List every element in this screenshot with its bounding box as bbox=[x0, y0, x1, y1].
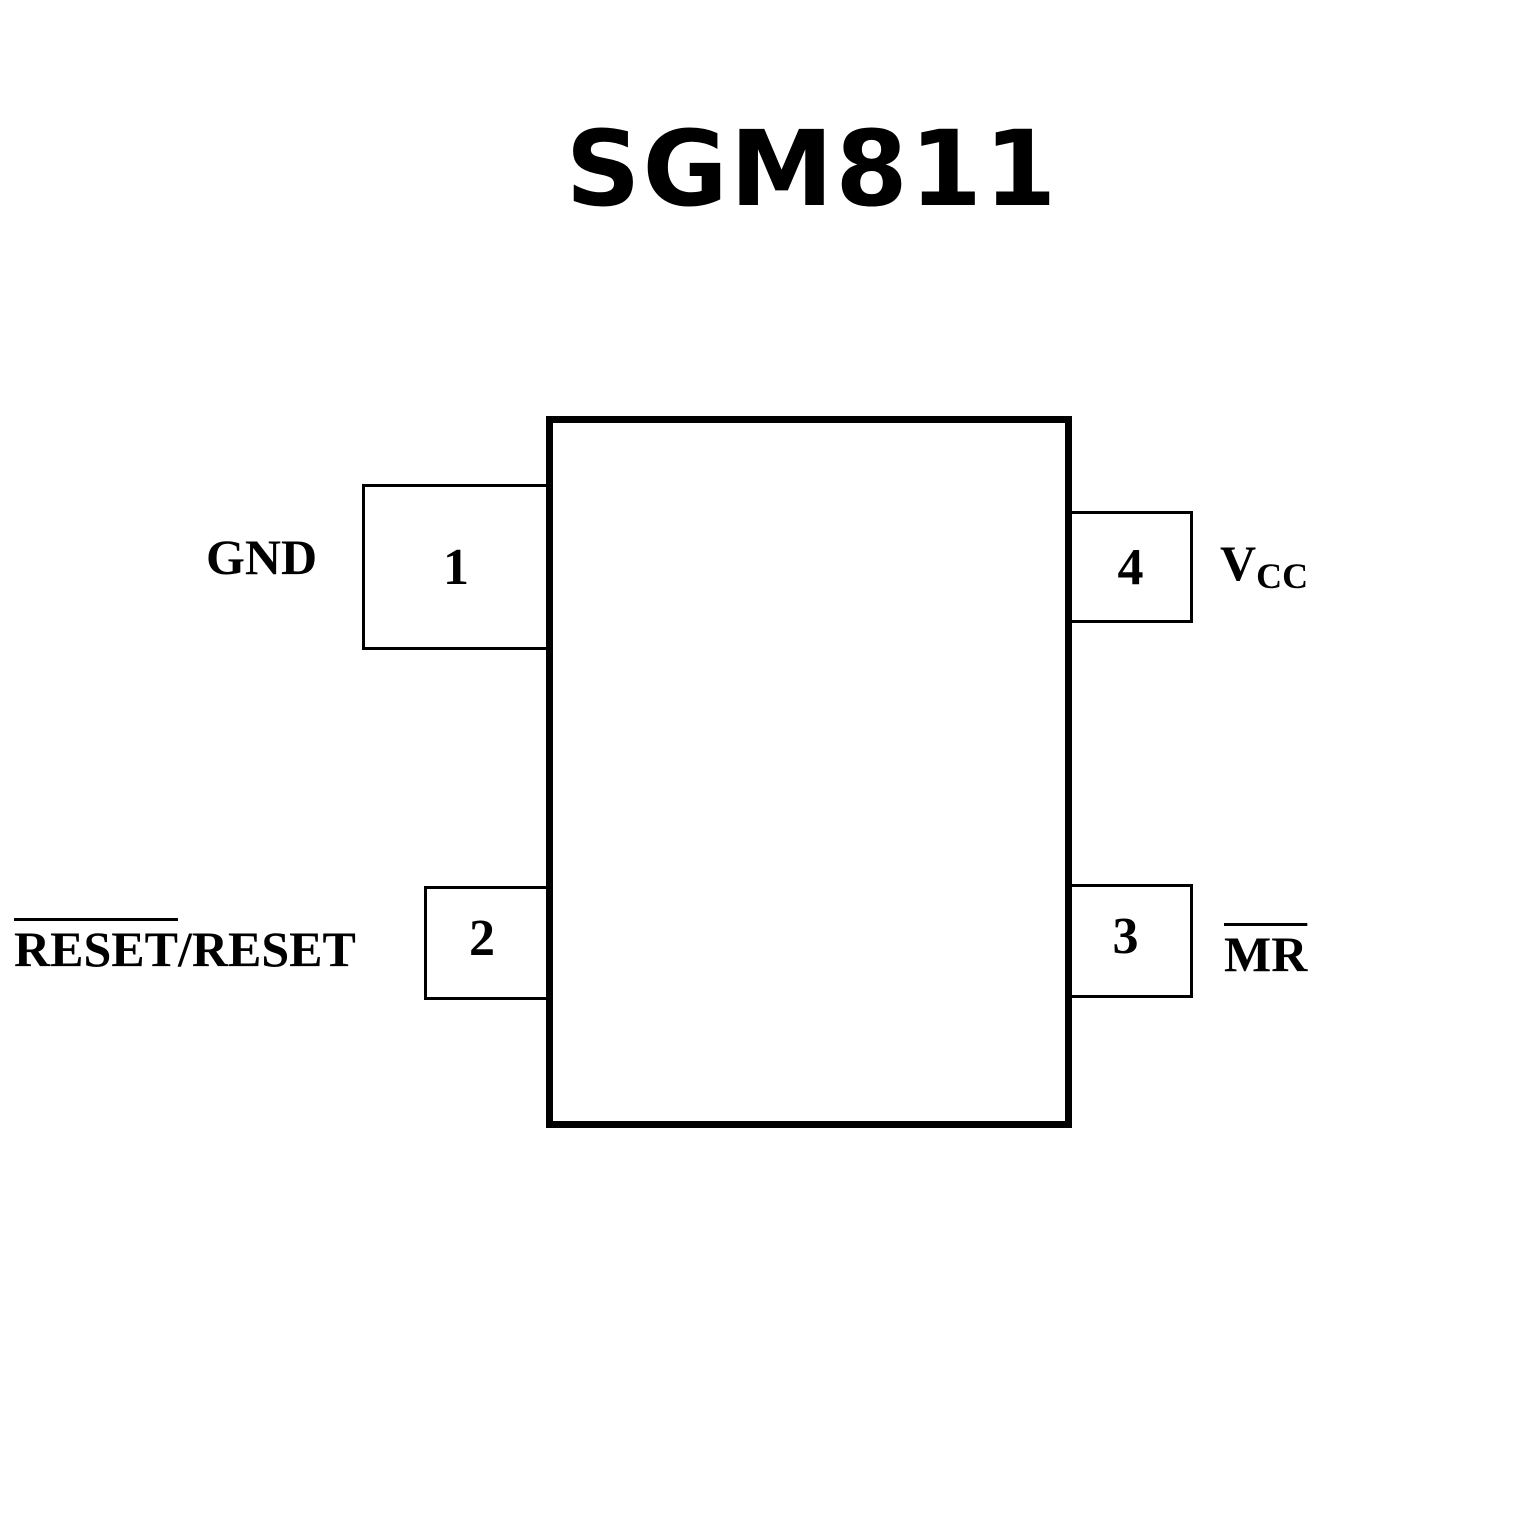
pin-1-label: GND bbox=[206, 528, 317, 586]
pin-4-name-main: V bbox=[1220, 535, 1257, 591]
pin-4-box: 4 bbox=[1068, 511, 1193, 623]
pin-4-label: VCC bbox=[1220, 534, 1308, 597]
pin-4-name-sub: CC bbox=[1256, 556, 1309, 596]
pin-1-name: GND bbox=[206, 529, 318, 585]
pin-3-box: 3 bbox=[1068, 884, 1193, 998]
pin-2-box: 2 bbox=[424, 886, 550, 1000]
chip-title: SGM811 bbox=[565, 108, 1059, 230]
pin-1-box: 1 bbox=[362, 484, 550, 650]
pin-2-label: RESET/RESET bbox=[14, 920, 356, 978]
pin-1-number: 1 bbox=[443, 538, 469, 596]
pin-2-name-rest: /RESET bbox=[177, 921, 356, 977]
pin-3-number: 3 bbox=[1112, 907, 1139, 965]
pin-3-name-overlined: MR bbox=[1224, 926, 1308, 982]
chip-body bbox=[546, 416, 1072, 1128]
pin-2-name-overlined: RESET bbox=[14, 921, 178, 977]
pin-2-number: 2 bbox=[469, 909, 495, 967]
pin-3-label: MR bbox=[1224, 925, 1307, 983]
pin-4-number: 4 bbox=[1117, 538, 1144, 596]
